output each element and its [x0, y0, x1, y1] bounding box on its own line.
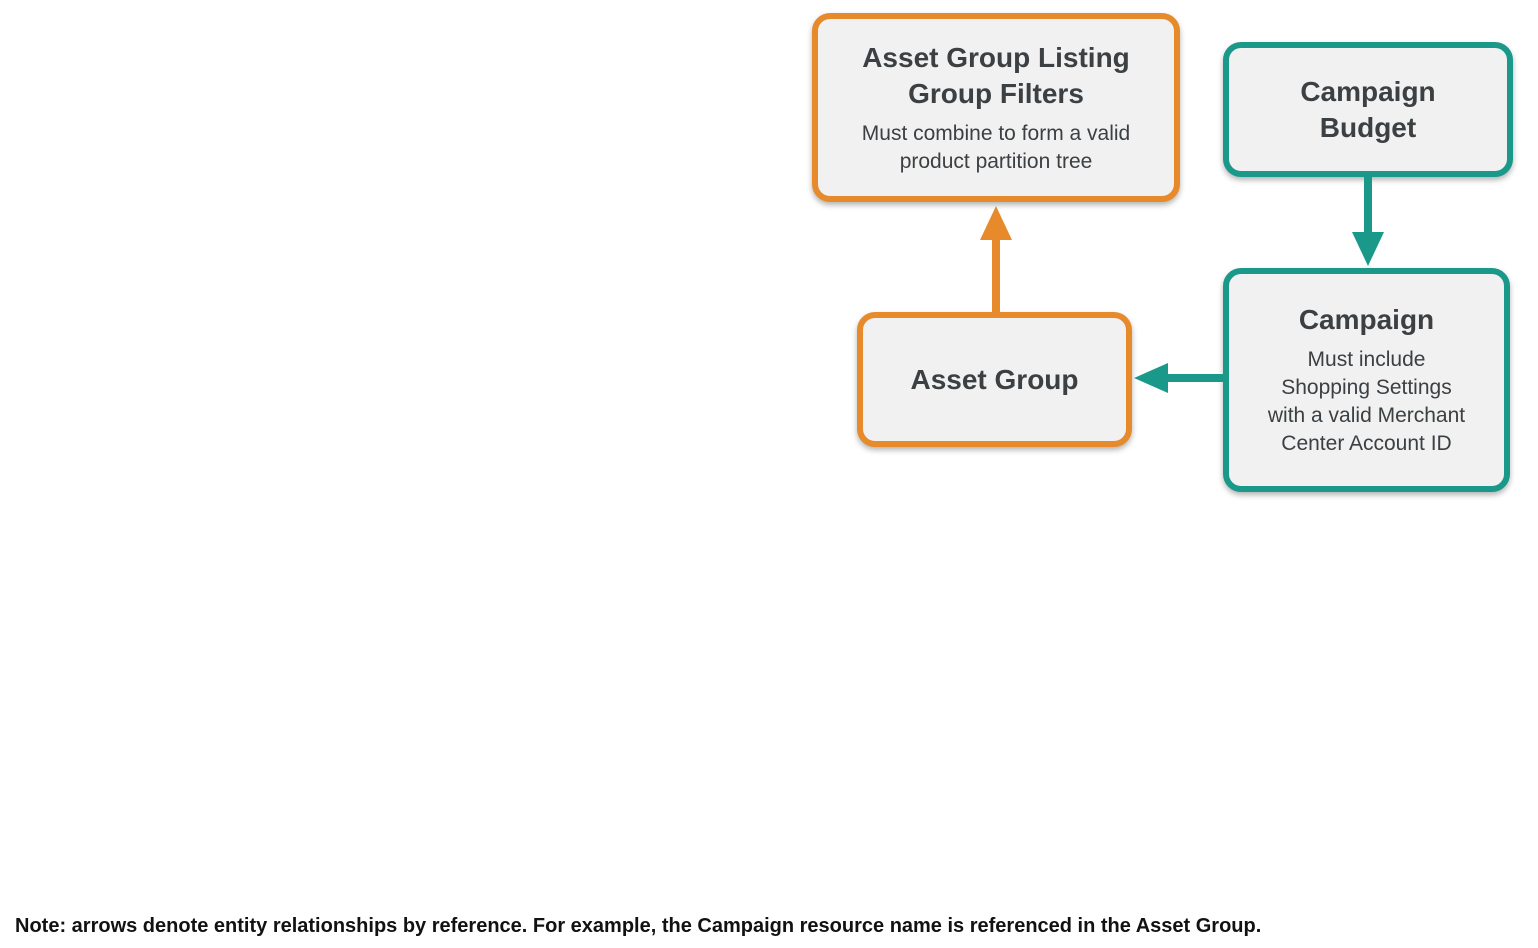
node-title: Asset Group Listing Group Filters [862, 41, 1130, 109]
node-asset-group-listing-group-filters: Asset Group Listing Group Filters Must c… [812, 13, 1180, 202]
note-text: Note: arrows denote entity relationships… [15, 915, 1262, 937]
node-campaign-budget: Campaign Budget [1223, 42, 1513, 177]
node-subtitle: Must combine to form a valid product par… [861, 121, 1131, 173]
arrowhead-up-icon [980, 206, 1012, 240]
node-asset-group: Asset Group [857, 312, 1132, 447]
arrow-shaft [992, 236, 1000, 314]
node-campaign: Campaign Must include Shopping Settings … [1223, 268, 1510, 492]
node-title: Campaign [1298, 304, 1435, 335]
arrowhead-left-icon [1134, 363, 1168, 393]
node-title: Asset Group [910, 363, 1079, 395]
arrow-shaft [1166, 374, 1224, 382]
arrowhead-down-icon [1352, 232, 1384, 266]
node-subtitle: Must include Shopping Settings with a va… [1267, 348, 1466, 455]
node-title: Campaign Budget [1300, 75, 1436, 143]
arrow-shaft [1364, 177, 1372, 234]
